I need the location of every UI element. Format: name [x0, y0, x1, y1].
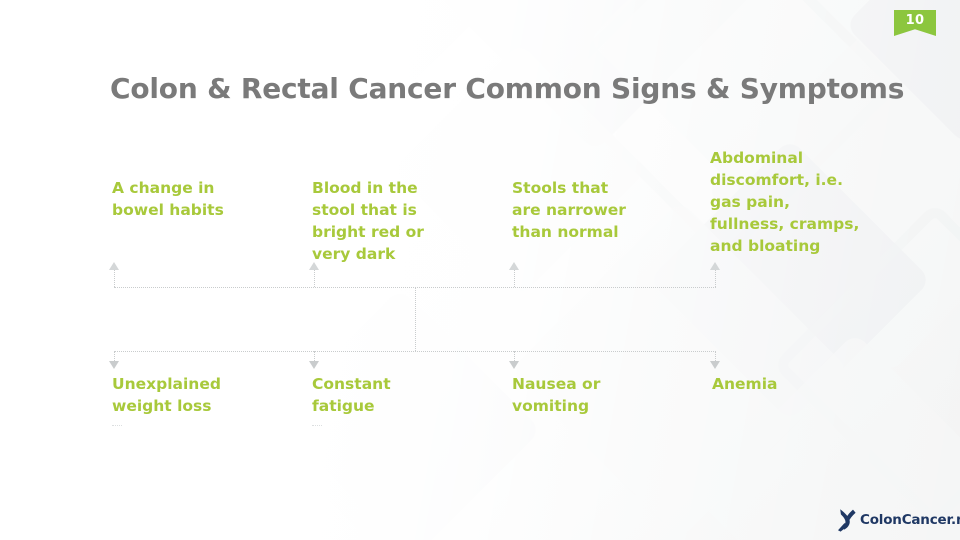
connector-stem-up-4 [715, 270, 716, 287]
awareness-ribbon-icon [838, 509, 856, 532]
connector-top-rail [114, 287, 716, 288]
page-title: Colon & Rectal Cancer Common Signs & Sym… [110, 72, 905, 105]
arrow-down-icon-3 [509, 361, 519, 369]
connector-bottom-rail [114, 351, 716, 352]
arrow-up-icon-3 [509, 262, 519, 270]
symptom-bottom-4-label: Anemia [712, 375, 778, 393]
symptom-bottom-4: Anemia [712, 373, 897, 395]
connector-stub-1 [112, 425, 122, 426]
connector-stem-up-3 [514, 270, 515, 287]
site-logo[interactable]: ColonCancer.net [836, 508, 960, 532]
connector-trunk [415, 287, 416, 351]
logo-text: ColonCancer.net [860, 512, 960, 528]
connector-stem-down-1 [114, 351, 115, 363]
connector-stem-down-2 [314, 351, 315, 363]
page-number-badge: 10 [894, 10, 936, 36]
connector-stem-down-4 [715, 351, 716, 363]
arrow-up-icon-4 [710, 262, 720, 270]
arrow-down-icon-2 [309, 361, 319, 369]
arrow-down-icon-4 [710, 361, 720, 369]
connector-stem-up-1 [114, 270, 115, 287]
arrow-up-icon-1 [109, 262, 119, 270]
connector-stem-down-3 [514, 351, 515, 363]
connector-stub-2 [312, 425, 322, 426]
arrow-down-icon-1 [109, 361, 119, 369]
connector-stem-up-2 [314, 270, 315, 287]
